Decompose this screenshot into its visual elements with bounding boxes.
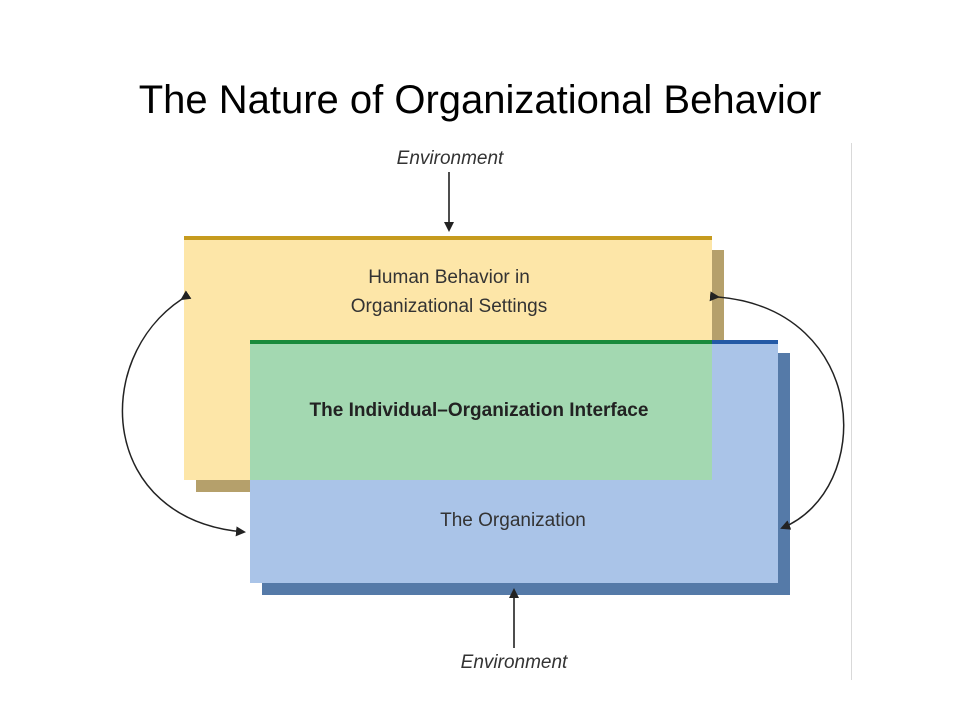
interface-overlap-top-border [250, 340, 712, 344]
environment-top-label: Environment [397, 148, 504, 169]
interface-label: The Individual–Organization Interface [310, 400, 649, 421]
human-behavior-box-top-border [184, 236, 712, 240]
human-behavior-label-line1: Human Behavior in [368, 267, 530, 288]
human-behavior-label-line2: Organizational Settings [351, 296, 547, 317]
environment-bottom-label: Environment [461, 652, 568, 673]
vertical-divider [851, 143, 852, 680]
left-bidirectional-arrow [121, 290, 246, 537]
interface-overlap-box [250, 341, 712, 480]
right-bidirectional-arrow [709, 291, 845, 530]
organization-label: The Organization [440, 510, 586, 531]
slide-title: The Nature of Organizational Behavior [138, 78, 822, 122]
